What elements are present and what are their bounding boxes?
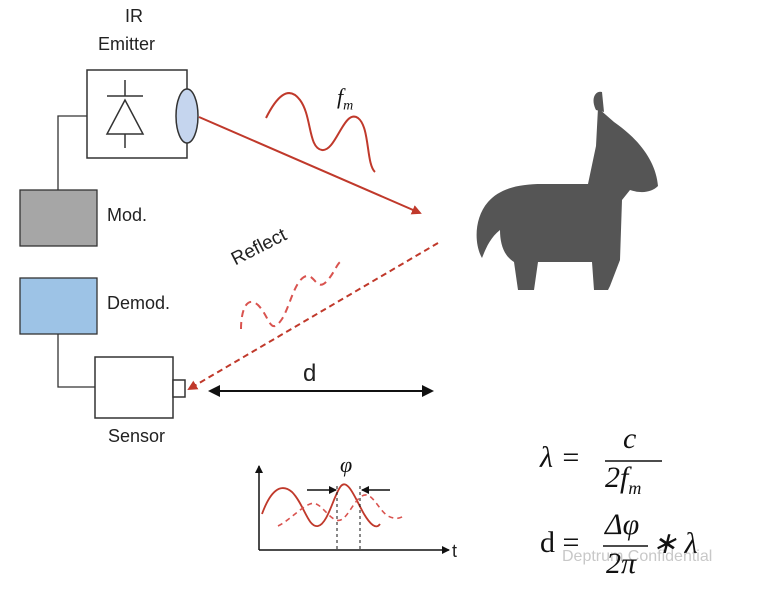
sensor-label: Sensor — [108, 426, 166, 446]
frequency-subscript: m — [343, 98, 354, 114]
lambda-denominator-main: 2f — [605, 461, 629, 494]
demodulator-box — [19, 277, 98, 335]
modulator-box — [19, 189, 98, 247]
plot-reflected-wave — [277, 494, 405, 527]
lambda-lhs: λ = — [540, 441, 581, 474]
distance-label: d — [303, 360, 317, 387]
emitter-label-line2: Emitter — [98, 34, 156, 54]
d-lhs: d = — [540, 526, 580, 559]
lambda-numerator: c — [623, 422, 637, 455]
phase-plot — [255, 465, 450, 554]
sensor — [94, 356, 186, 419]
lambda-denominator-sub: m — [628, 478, 642, 498]
emitter-label-line1: IR — [125, 6, 143, 26]
lambda-denominator: 2fm — [605, 461, 641, 499]
emitted-wave — [265, 92, 376, 173]
phase-label: φ — [340, 452, 353, 477]
emitted-ray — [198, 116, 422, 215]
demodulator-label: Demod. — [107, 293, 171, 313]
ir-emitter — [86, 69, 199, 159]
d-tail: ∗ λ — [652, 527, 698, 560]
reflected-wave — [240, 260, 345, 330]
frequency-symbol: f — [337, 84, 344, 109]
horse-silhouette-icon — [476, 91, 658, 290]
d-denominator: 2π — [606, 547, 637, 580]
emitter-lens — [175, 88, 199, 144]
plot-emitted-wave — [261, 483, 381, 528]
d-numerator: Δφ — [605, 508, 640, 541]
wiring — [57, 115, 95, 388]
time-axis-label: t — [452, 541, 458, 561]
diode-symbol-icon — [105, 80, 145, 148]
confidential-watermark: Deptrum Confidential — [562, 548, 713, 565]
frequency-label: fm — [337, 84, 353, 114]
modulator-label: Mod. — [107, 205, 148, 225]
reflected-ray — [187, 242, 439, 391]
